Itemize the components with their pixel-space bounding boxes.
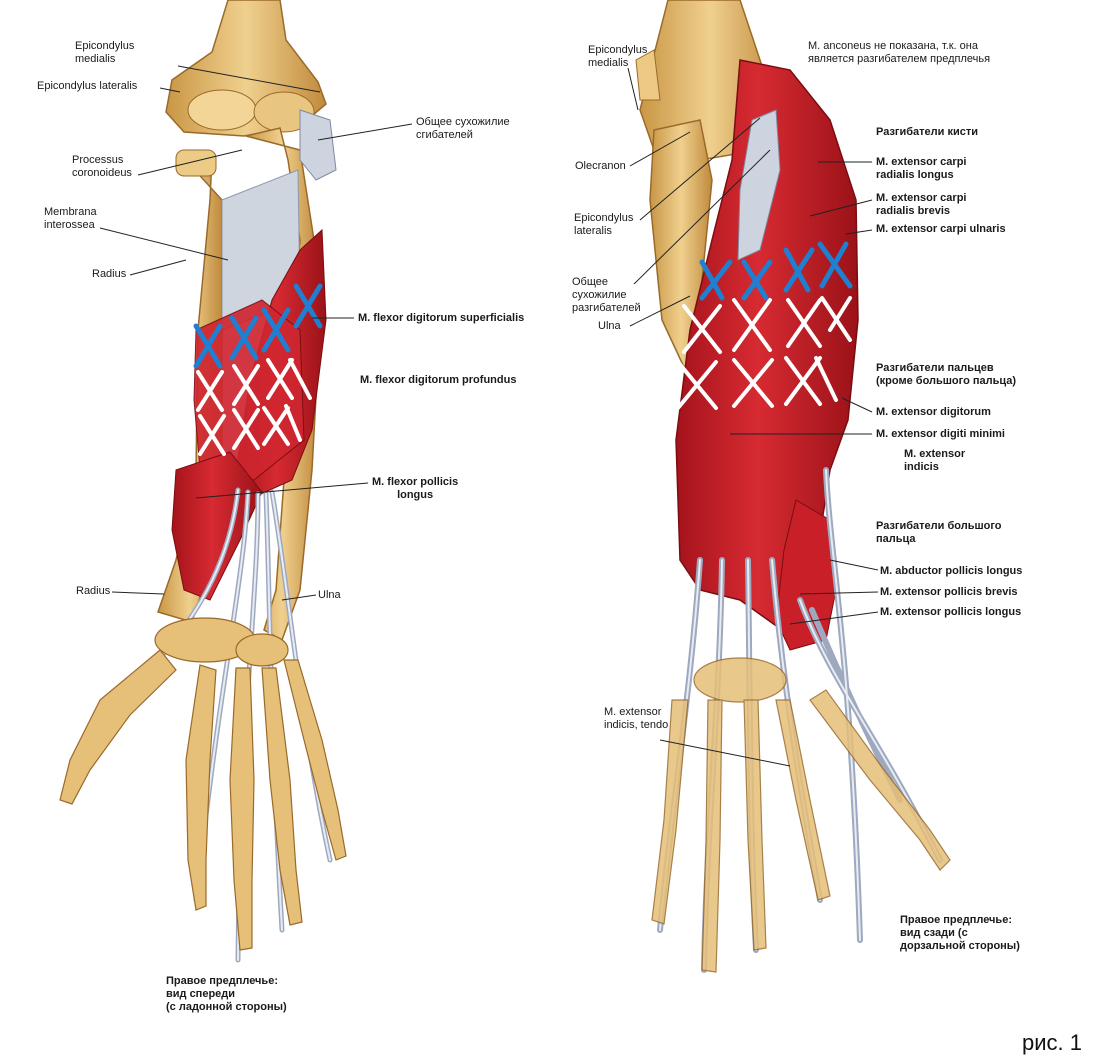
label-epicondylus-lateralis-anterior: Epicondylus lateralis — [37, 80, 138, 92]
label-processus-coronoideus: Processus coronoideus — [72, 154, 132, 179]
label-ext-digitorum: M. extensor digitorum — [876, 406, 991, 418]
label-flexor-digitorum-profundus: M. flexor digitorum profundus — [360, 374, 517, 386]
label-wrist-extensors-title: Разгибатели кисти — [876, 126, 979, 138]
label-epicondylus-lateralis-posterior: Epicondylus lateralis — [574, 212, 634, 237]
label-anconeus-note: M. anconeus не показана, т.к. она являет… — [808, 40, 991, 65]
label-common-flexor-tendon: Общее сухожилие сгибателей — [416, 116, 510, 141]
label-ulna-posterior: Ulna — [598, 320, 621, 332]
label-flexor-digitorum-superficialis: M. flexor digitorum superficialis — [358, 312, 525, 324]
leader-lines-posterior — [627, 67, 879, 767]
caption-anterior-view: Правое предплечье: вид спереди (с ладонн… — [166, 975, 287, 1013]
label-ext-pollicis-brevis: M. extensor pollicis brevis — [880, 586, 1018, 598]
label-ext-indicis: M. extensor indicis — [904, 448, 966, 473]
label-epicondylus-medialis-posterior: Epicondylus medialis — [588, 44, 648, 69]
label-ext-digiti-minimi: M. extensor digiti minimi — [876, 428, 1005, 440]
injection-marks-blue-anterior — [193, 283, 323, 369]
label-flexor-pollicis-longus: M. flexor pollicis longus — [372, 476, 459, 501]
figure-label: рис. 1 — [1022, 1030, 1082, 1055]
anterior-forearm — [59, 0, 413, 963]
label-finger-extensors-title: Разгибатели пальцев (кроме большого паль… — [876, 362, 1017, 387]
label-epicondylus-medialis-anterior: Epicondylus medialis — [75, 40, 135, 65]
injection-marks-white-anterior — [196, 358, 312, 456]
injection-marks-blue-posterior — [699, 241, 853, 301]
label-thumb-extensors-title: Разгибатели большого пальца — [876, 520, 1002, 545]
label-abductor-pollicis-longus: M. abductor pollicis longus — [880, 565, 1023, 577]
label-ulna-anterior: Ulna — [318, 589, 341, 601]
label-membrana-interossea: Membrana interossea — [44, 206, 97, 231]
label-radius-upper: Radius — [92, 268, 127, 280]
leader-lines-anterior — [99, 65, 413, 601]
label-ext-pollicis-longus: M. extensor pollicis longus — [880, 606, 1022, 618]
label-olecranon: Olecranon — [575, 160, 626, 172]
posterior-forearm — [627, 0, 951, 973]
label-ext-carpi-radialis-longus: M. extensor carpi radialis longus — [876, 156, 967, 181]
label-radius-lower: Radius — [76, 585, 111, 597]
hand-bones-posterior — [651, 657, 951, 973]
label-ext-indicis-tendo: M. extensor indicis, tendo — [604, 706, 669, 731]
hand-bones-anterior — [59, 617, 347, 951]
label-ext-carpi-radialis-brevis: M. extensor carpi radialis brevis — [876, 192, 967, 217]
label-common-extensor-tendon: Общее сухожилие разгибателей — [572, 276, 641, 314]
caption-posterior-view: Правое предплечье: вид сзади (с дорзальн… — [900, 914, 1020, 952]
injection-marks-white-posterior — [676, 296, 852, 410]
label-ext-carpi-ulnaris: M. extensor carpi ulnaris — [876, 223, 1006, 235]
